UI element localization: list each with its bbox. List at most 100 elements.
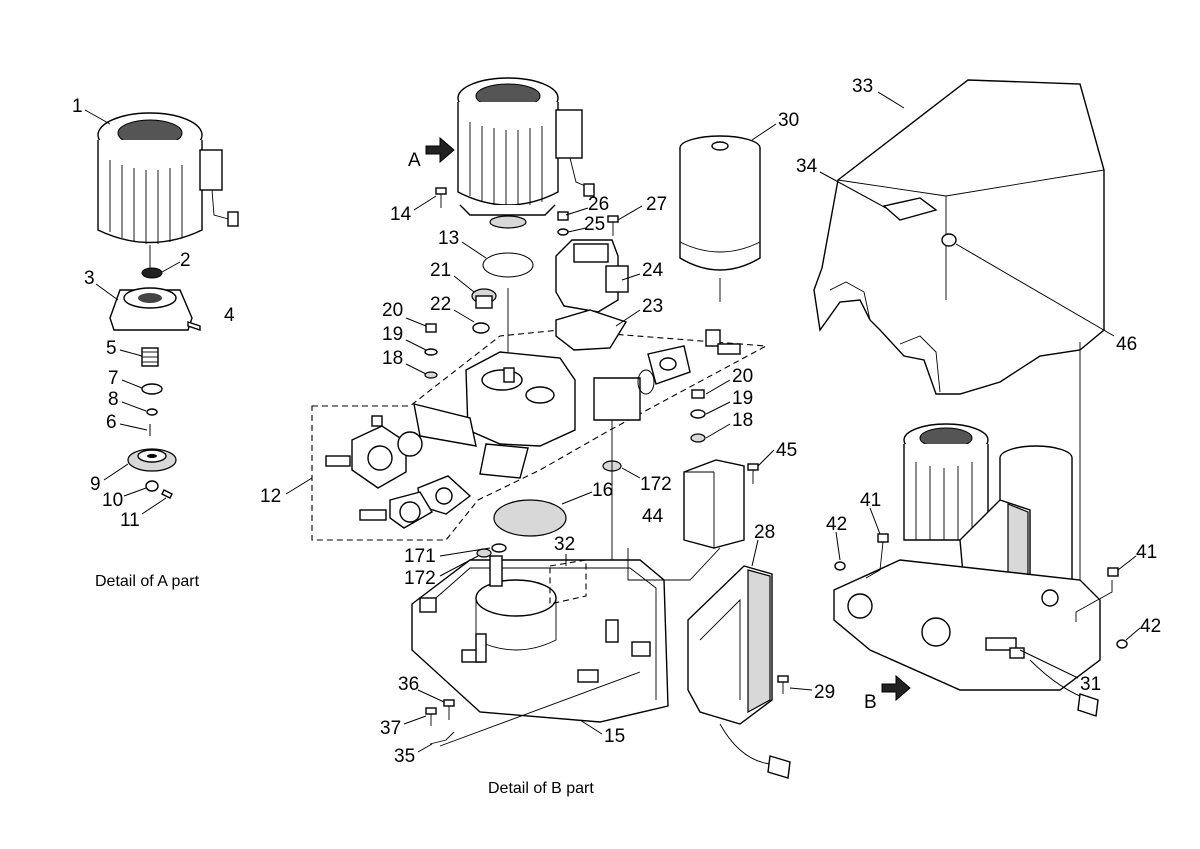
label-37: 37 xyxy=(380,718,401,739)
label-15: 15 xyxy=(604,726,625,747)
label-24: 24 xyxy=(642,260,664,281)
label-171: 171 xyxy=(404,546,436,567)
screw-part-37 xyxy=(425,707,437,726)
nut-part-41-right xyxy=(1107,567,1119,577)
gear-part-9 xyxy=(127,448,177,472)
label-8: 8 xyxy=(108,389,119,410)
screw-part-42-left xyxy=(834,561,846,571)
motor-part-1 xyxy=(97,112,239,268)
label-42-left: 42 xyxy=(826,514,847,535)
assembly-right-labels: 33 34 46 41 42 41 42 31 xyxy=(796,76,1161,695)
washer-stack-left xyxy=(424,323,438,379)
label-26: 26 xyxy=(588,194,609,215)
bushing-part-10 xyxy=(145,480,159,492)
washer-stack-right xyxy=(690,389,706,443)
caption-detail-b: Detail of B part xyxy=(488,780,594,797)
label-20-right: 20 xyxy=(732,366,753,387)
caption-detail-a: Detail of A part xyxy=(95,573,200,590)
washer-part-171 xyxy=(491,543,507,553)
label-29: 29 xyxy=(814,682,835,703)
detail-b-labels: 14 13 21 22 20 19 18 12 26 25 27 24 23 3… xyxy=(260,110,835,797)
label-3: 3 xyxy=(84,268,95,289)
detail-a-group xyxy=(97,112,239,499)
label-10: 10 xyxy=(102,490,123,511)
label-23: 23 xyxy=(642,296,663,317)
label-19-right: 19 xyxy=(732,388,753,409)
label-31: 31 xyxy=(1080,674,1101,695)
screw-part-36 xyxy=(443,699,455,720)
label-42-right: 42 xyxy=(1140,616,1161,637)
label-18-left: 18 xyxy=(382,348,403,369)
cover-part-3 xyxy=(109,287,193,331)
assembly-right-group: B xyxy=(813,79,1128,717)
ring-part-7 xyxy=(141,383,163,395)
label-33: 33 xyxy=(852,76,873,97)
detail-a-labels: 1 2 3 4 5 7 8 6 9 10 11 Detail of A part xyxy=(72,96,235,590)
label-14: 14 xyxy=(390,204,412,225)
label-32: 32 xyxy=(554,534,575,555)
nut-part-41-left xyxy=(877,533,889,543)
label-20-left: 20 xyxy=(382,300,403,321)
arrow-b-label: B xyxy=(864,692,877,713)
washer-part-2 xyxy=(141,267,163,279)
tank-part-30 xyxy=(679,135,761,302)
label-22: 22 xyxy=(430,294,451,315)
label-25: 25 xyxy=(584,214,605,235)
screw-part-27 xyxy=(607,215,619,236)
assembled-unit xyxy=(833,423,1101,717)
key-part-11 xyxy=(161,489,173,499)
washer-part-25 xyxy=(557,228,569,236)
cover-part-33 xyxy=(813,79,1105,600)
label-21: 21 xyxy=(430,260,451,281)
impeller-part-21 xyxy=(471,288,497,309)
screw-part-4 xyxy=(187,321,201,331)
fittings-right xyxy=(637,329,741,395)
label-13: 13 xyxy=(438,228,459,249)
label-172-upper: 172 xyxy=(640,474,672,495)
label-16: 16 xyxy=(592,480,613,501)
base-part-15 xyxy=(411,555,669,723)
label-30: 30 xyxy=(778,110,799,131)
switch-part-24 xyxy=(555,239,629,313)
label-36: 36 xyxy=(398,674,419,695)
label-1: 1 xyxy=(72,96,83,117)
pump-body xyxy=(413,351,641,479)
disc-part-16 xyxy=(493,499,567,537)
label-27: 27 xyxy=(646,194,667,215)
bracket-part-35 xyxy=(429,731,455,745)
motor-center xyxy=(457,77,595,229)
label-7: 7 xyxy=(108,368,119,389)
box-part-44 xyxy=(683,459,745,549)
label-9: 9 xyxy=(90,474,101,495)
label-41-left: 41 xyxy=(860,490,881,511)
oring-part-22 xyxy=(472,322,490,334)
label-172-lower: 172 xyxy=(404,568,436,589)
label-6: 6 xyxy=(106,412,117,433)
label-34: 34 xyxy=(796,156,818,177)
casing-box-part-12 xyxy=(311,329,768,541)
label-5: 5 xyxy=(106,338,117,359)
label-44: 44 xyxy=(642,506,664,527)
oring-part-13 xyxy=(482,252,534,278)
label-2: 2 xyxy=(180,250,191,271)
label-12: 12 xyxy=(260,486,281,507)
label-35: 35 xyxy=(394,746,415,767)
screw-part-42-right xyxy=(1116,639,1128,649)
nut-part-26 xyxy=(557,211,569,221)
label-45: 45 xyxy=(776,440,797,461)
arrow-a-label: A xyxy=(408,150,421,171)
ring-part-8 xyxy=(146,408,158,416)
arrow-a-icon xyxy=(425,136,455,164)
label-19-left: 19 xyxy=(382,324,403,345)
gasket-part-23 xyxy=(555,309,628,351)
arrow-b-icon xyxy=(881,674,911,702)
detail-b-group: A xyxy=(311,77,791,779)
screw-part-29 xyxy=(777,675,789,694)
fittings-left xyxy=(325,415,472,529)
label-28: 28 xyxy=(754,522,775,543)
screw-part-14 xyxy=(435,187,447,208)
label-11: 11 xyxy=(120,510,140,531)
label-46: 46 xyxy=(1116,334,1137,355)
spring-part-5 xyxy=(141,347,159,367)
